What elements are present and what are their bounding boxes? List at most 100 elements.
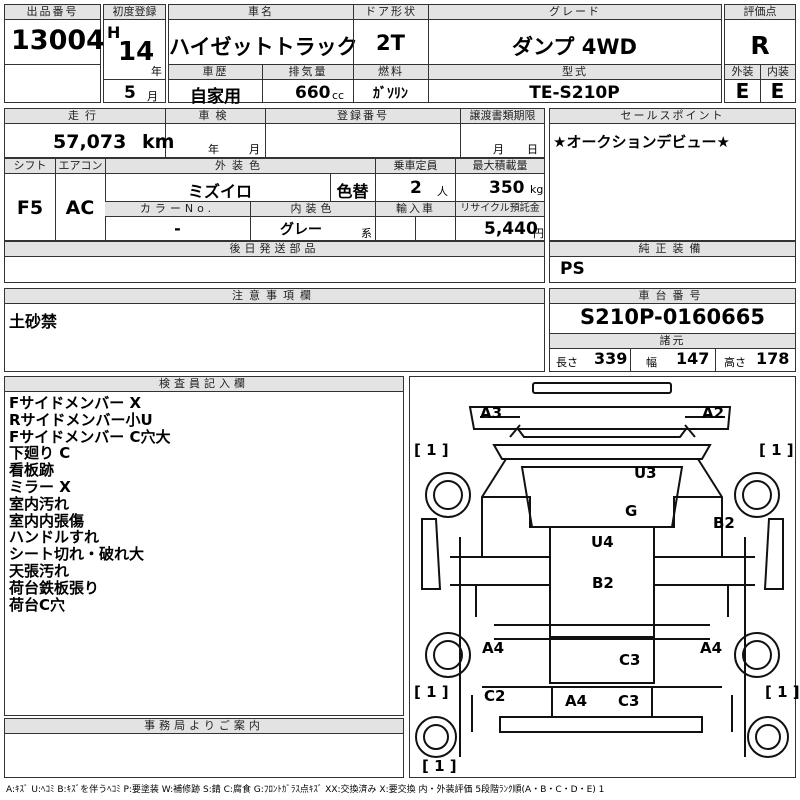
overall-score: R [750, 31, 770, 60]
capacity-label: 乗車定員 [375, 159, 455, 174]
tire-mark-spare: [ 1 ] [422, 757, 457, 775]
inspection-month-unit: 月 [249, 143, 260, 156]
note-line: 荷台鉄板張り [9, 578, 100, 597]
damage-b2-right: B2 [713, 514, 735, 532]
damage-u3: U3 [634, 464, 657, 482]
height: 178 [756, 349, 790, 368]
chassis-number-label: 車台番号 [550, 289, 795, 304]
lot-number-label: 出品番号 [5, 5, 100, 20]
sales-point-box: セールスポイント ★オークションデビュー★ [549, 108, 796, 241]
car-info-box: 車名 ドア形状 グレード ハイゼットトラック 2T ダンプ 4WD 車歴 排気量… [168, 4, 722, 107]
length-label: 長さ [556, 356, 578, 369]
office-label: 事務局よりご案内 [5, 719, 403, 734]
lot-number-box: 出品番号 13004 [4, 4, 105, 103]
month-unit: 月 [147, 90, 158, 103]
first-registration-label: 初度登録 [104, 5, 165, 20]
yen-unit: 円 [533, 227, 544, 240]
tire-mark-left-rear: [ 1 ] [414, 683, 449, 701]
later-parts-label: 後日発送部品 [5, 242, 544, 257]
dimensions-label: 諸元 [550, 333, 795, 349]
displacement-label: 排気量 [262, 65, 353, 80]
note-line: シート切れ・破れ大 [9, 545, 145, 564]
spec-row: シフト エアコン 外装色 乗車定員 最大積載量 F5 AC ミズイロ 色替 2 … [4, 158, 545, 241]
import-label: 輸入車 [375, 202, 455, 217]
note-line: Fサイドメンバー X [9, 394, 142, 412]
grade-label: グレード [428, 5, 721, 20]
exterior-color: ミズイロ [187, 182, 252, 201]
fuel-label: 燃料 [353, 65, 428, 80]
interior-color: グレー [280, 222, 322, 238]
displacement: 660 [295, 83, 331, 103]
door-type: 2T [376, 31, 405, 55]
note-line: 天張汚れ [9, 561, 70, 580]
damage-b2-center: B2 [592, 574, 614, 592]
inspector-notes: Fサイドメンバー X Rサイドメンバー小U Fサイドメンバー C穴大 下廻り C… [9, 395, 170, 613]
damage-a4-left: A4 [482, 639, 505, 657]
recycle-deposit-label: リサイクル預託金 [455, 202, 544, 217]
registration-era: H [107, 23, 121, 42]
transfer-month-unit: 月 [493, 143, 504, 156]
damage-a2: A2 [702, 404, 725, 422]
mileage-label: 走行 [5, 109, 165, 124]
length: 339 [594, 349, 628, 368]
note-line: 室内汚れ [9, 494, 70, 513]
caution-label: 注意事項欄 [5, 289, 544, 304]
shift-label: シフト [5, 159, 55, 174]
history-label: 車歴 [169, 65, 262, 80]
lot-number: 13004 [11, 25, 105, 56]
note-line: 荷台C穴 [9, 595, 66, 614]
mileage: 57,073 [53, 131, 127, 153]
office-box: 事務局よりご案内 [4, 718, 404, 778]
model: TE-S210P [529, 83, 620, 103]
history: 自家用 [190, 87, 241, 107]
cc-unit: cc [332, 89, 345, 102]
interior-score: E [770, 79, 785, 103]
later-parts-box: 後日発送部品 [4, 241, 545, 283]
year-unit: 年 [151, 65, 162, 78]
score-box: 評価点 R 外装 内装 E E [724, 4, 796, 103]
inspection-year-unit: 年 [208, 143, 219, 156]
max-load: 350 [489, 178, 525, 198]
first-registration-box: 初度登録 H 14 年 5 月 [103, 4, 166, 103]
registration-year: 14 [118, 37, 155, 67]
capacity: 2 [410, 178, 422, 198]
damage-u4: U4 [591, 533, 614, 551]
damage-a4-right: A4 [700, 639, 723, 657]
height-label: 高さ [724, 356, 746, 369]
tire-mark-right-rear: [ 1 ] [765, 683, 800, 701]
color-number: - [174, 219, 181, 238]
damage-a3: A3 [480, 404, 503, 422]
damage-c3: C3 [619, 651, 641, 669]
color-number-label: カラーNo. [105, 202, 250, 217]
registration-month: 5 [124, 83, 136, 103]
interior-color-label: 内装色 [250, 202, 375, 217]
genuine-equipment-box: 純正装備 PS [549, 241, 796, 283]
note-line: ミラー X [9, 477, 71, 496]
genuine-equipment: PS [560, 259, 585, 279]
tire-mark-left-front: [ 1 ] [414, 441, 449, 459]
car-name: ハイゼットトラック [169, 35, 358, 59]
color-change: 色替 [336, 182, 369, 201]
caution: 土砂禁 [9, 312, 58, 331]
car-name-label: 車名 [169, 5, 353, 20]
recycle-deposit: 5,440 [484, 219, 538, 239]
note-line: ハンドルすれ [9, 528, 100, 547]
exterior-score-label: 外装 [725, 65, 760, 80]
legend: A:ｷｽﾞ U:ﾍｺﾐ B:ｷｽﾞを伴うﾍｺﾐ P:要塗装 W:補修跡 S:錆 … [6, 785, 605, 795]
interior-color-suffix: 系 [361, 227, 372, 240]
chassis-box: 車台番号 S210P-0160665 諸元 長さ 339 幅 147 高さ 17… [549, 288, 796, 372]
score-label: 評価点 [725, 5, 795, 20]
exterior-score: E [735, 79, 750, 103]
sales-point-label: セールスポイント [550, 109, 795, 124]
damage-g: G [625, 502, 638, 520]
reg-number-label: 登録番号 [265, 109, 460, 124]
max-load-label: 最大積載量 [455, 159, 544, 174]
note-line: 下廻り C [9, 444, 71, 463]
damage-c3-bottom: C3 [618, 692, 640, 710]
damage-a4-bottom: A4 [565, 692, 588, 710]
capacity-unit: 人 [437, 185, 448, 198]
truck-outline [415, 382, 789, 758]
fuel: ｶﾞｿﾘﾝ [373, 86, 408, 102]
model-label: 型式 [428, 65, 721, 80]
width: 147 [676, 349, 710, 368]
